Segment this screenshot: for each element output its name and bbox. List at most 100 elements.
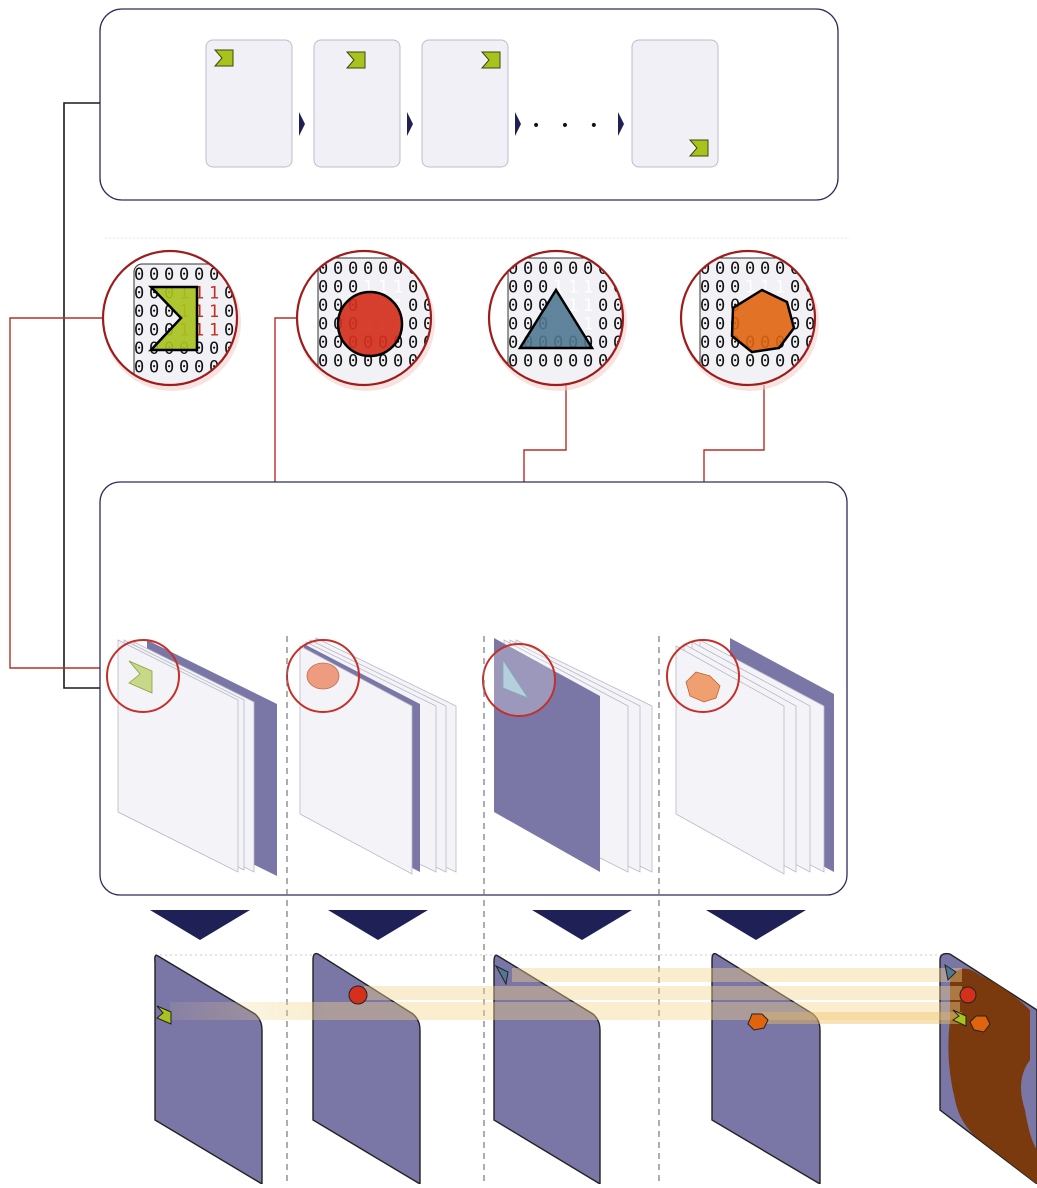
binary-zero: 0 [790, 315, 800, 335]
binary-one: 1 [209, 284, 219, 304]
binary-zero: 0 [523, 352, 533, 372]
binary-one: 1 [745, 278, 755, 298]
binary-one: 1 [363, 278, 373, 298]
binary-zero: 0 [209, 265, 219, 285]
binary-zero: 0 [730, 259, 740, 279]
binary-zero: 0 [730, 352, 740, 372]
binary-zero: 0 [715, 278, 725, 298]
zoom-circle-chevron: 0000000000001110000001110000001110000000… [101, 249, 264, 391]
binary-zero: 0 [318, 259, 328, 279]
binary-one: 1 [568, 278, 578, 298]
black-connector [63, 102, 108, 689]
sequence-arrow-icon-4 [618, 112, 624, 136]
binary-zero: 0 [628, 296, 638, 316]
triangle-icon [517, 287, 595, 350]
binary-zero: 0 [393, 352, 403, 372]
triangle-icon [494, 964, 509, 986]
binary-zero: 0 [715, 259, 725, 279]
binary-zero: 0 [583, 352, 593, 372]
sequence-chevron-icon-1 [213, 49, 234, 67]
binary-zero: 0 [239, 358, 249, 378]
binary-zero: 0 [538, 259, 548, 279]
binary-zero: 0 [378, 352, 388, 372]
binary-zero: 0 [598, 278, 608, 298]
binary-zero: 0 [134, 339, 144, 359]
sequence-frame-2 [313, 39, 401, 168]
binary-zero: 0 [224, 321, 234, 341]
binary-zero: 0 [775, 352, 785, 372]
binary-zero: 0 [553, 352, 563, 372]
binary-zero: 0 [239, 265, 249, 285]
binary-zero: 0 [239, 284, 249, 304]
heptagon-icon [685, 671, 721, 703]
binary-zero: 0 [805, 259, 815, 279]
binary-zero: 0 [179, 358, 189, 378]
binary-zero: 0 [730, 278, 740, 298]
binary-zero: 0 [209, 339, 219, 359]
sequence-ellipsis: • • • [532, 118, 604, 134]
binary-zero: 0 [538, 278, 548, 298]
binary-zero: 0 [438, 333, 448, 353]
sequence-panel: • • • [99, 8, 839, 201]
binary-zero: 0 [333, 296, 343, 316]
binary-zero: 0 [333, 352, 343, 372]
zoom-circle-circle: 0000000000001110000001110000001110000000… [295, 249, 448, 391]
binary-zero: 0 [134, 358, 144, 378]
trajectory-bands [170, 968, 962, 1024]
binary-zero: 0 [628, 333, 638, 353]
binary-one: 1 [209, 321, 219, 341]
binary-zero: 0 [348, 278, 358, 298]
binary-one: 1 [194, 284, 204, 304]
binary-zero: 0 [628, 315, 638, 335]
heptagon-icon [730, 288, 796, 354]
binary-zero: 0 [508, 315, 518, 335]
binary-one: 1 [775, 278, 785, 298]
binary-zero: 0 [598, 333, 608, 353]
binary-zero: 0 [438, 315, 448, 335]
binary-zero: 0 [715, 333, 725, 353]
circle-icon [348, 985, 368, 1005]
binary-zero: 0 [348, 352, 358, 372]
binary-zero: 0 [423, 259, 433, 279]
binary-one: 1 [553, 278, 563, 298]
binary-zero: 0 [700, 333, 710, 353]
binary-zero: 0 [438, 352, 448, 372]
zoom-circle-heptagon: 0000000000001110000001110000001110000000… [679, 249, 819, 391]
binary-zero: 0 [149, 265, 159, 285]
binary-zero: 0 [508, 296, 518, 316]
binary-zero: 0 [568, 259, 578, 279]
binary-zero: 0 [760, 352, 770, 372]
binary-zero: 0 [318, 333, 328, 353]
chevron-flag-icon [128, 660, 153, 694]
binary-zero: 0 [523, 296, 533, 316]
sequence-frame-3 [421, 39, 509, 168]
binary-zero: 0 [149, 321, 159, 341]
down-arrow-icon-4 [706, 910, 806, 940]
binary-zero: 0 [408, 315, 418, 335]
binary-one: 1 [194, 302, 204, 322]
binary-zero: 0 [613, 315, 623, 335]
binary-zero: 0 [318, 296, 328, 316]
sequence-arrow-icon-1 [299, 112, 305, 136]
binary-zero: 0 [790, 333, 800, 353]
circle-icon [336, 290, 404, 358]
binary-zero: 0 [700, 352, 710, 372]
binary-one: 1 [583, 278, 593, 298]
binary-zero: 0 [224, 302, 234, 322]
binary-zero: 0 [363, 259, 373, 279]
binary-zero: 0 [254, 321, 264, 341]
heptagon-icon [969, 1015, 991, 1033]
binary-zero: 0 [134, 284, 144, 304]
binary-zero: 0 [318, 315, 328, 335]
binary-zero: 0 [613, 296, 623, 316]
binary-zero: 0 [760, 259, 770, 279]
binary-one: 1 [393, 296, 403, 316]
down-arrow-icon-2 [328, 910, 428, 940]
binary-zero: 0 [134, 321, 144, 341]
triangle-icon [944, 963, 957, 982]
sequence-chevron-icon-2 [345, 51, 366, 69]
binary-zero: 0 [700, 296, 710, 316]
binary-zero: 0 [134, 302, 144, 322]
binary-zero: 0 [700, 259, 710, 279]
binary-zero: 0 [194, 339, 204, 359]
